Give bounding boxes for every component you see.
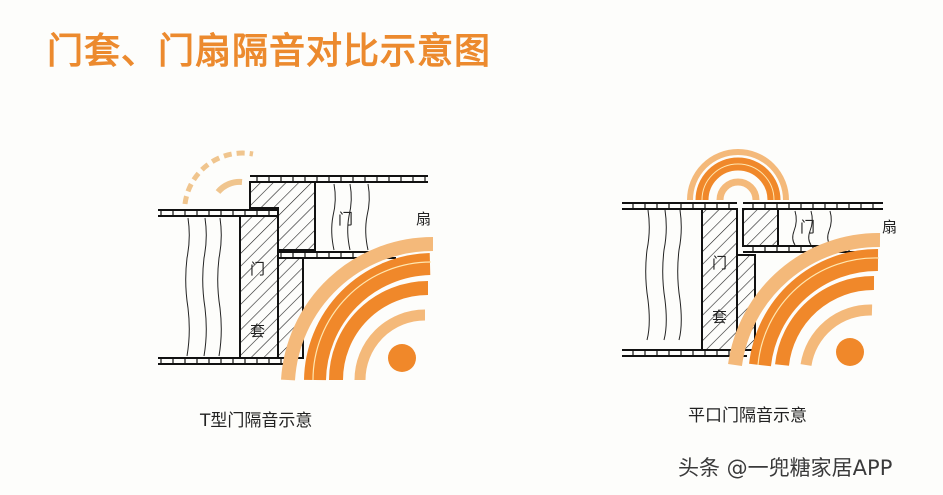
leaf-label-men: 门 — [800, 218, 815, 236]
sound-wave-icon — [281, 236, 434, 381]
frame-label-tao: 套 — [712, 308, 727, 326]
watermark: 头条 @一兜糖家居APP — [678, 456, 893, 480]
flat-caption: 平口门隔音示意 — [688, 406, 807, 426]
leaf-label-men: 门 — [338, 210, 353, 228]
leaf-label-shan: 扇 — [416, 210, 431, 228]
page-title: 门套、门扇隔音对比示意图 — [47, 31, 492, 72]
frame-label-tao: 套 — [250, 322, 265, 340]
leak-wave-strong-icon — [687, 149, 789, 201]
leak-wave-dashed-icon — [182, 150, 254, 205]
frame-label-men: 门 — [250, 260, 265, 278]
flat-door-diagram: 门 套 门 扇 — [610, 140, 910, 384]
t-type-caption: T型门隔音示意 — [200, 411, 313, 431]
leaf-label-shan: 扇 — [882, 218, 897, 236]
frame-label-men: 门 — [712, 254, 727, 272]
sound-wave-icon — [728, 232, 881, 367]
t-type-door-diagram: 门 套 门 扇 — [150, 140, 450, 389]
